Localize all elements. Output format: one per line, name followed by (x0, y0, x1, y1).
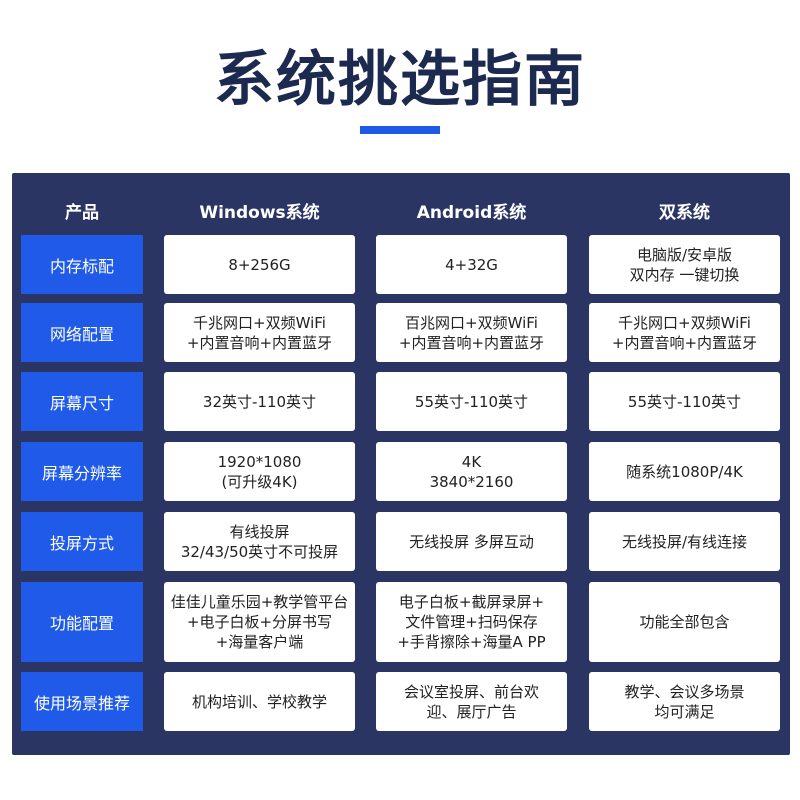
cell-resolution-android: 4K 3840*2160 (376, 442, 567, 501)
cell-screen-size-android: 55英寸-110英寸 (376, 372, 567, 431)
cell-casting-android: 无线投屏 多屏互动 (376, 512, 567, 571)
cell-network-android: 百兆网口+双频WiFi +内置音响+内置蓝牙 (376, 303, 567, 362)
cell-screen-size-windows: 32英寸-110英寸 (164, 372, 355, 431)
cell-scenarios-dual: 教学、会议多场景 均可满足 (589, 672, 780, 731)
cell-features-dual: 功能全部包含 (589, 582, 780, 662)
cell-resolution-dual: 随系统1080P/4K (589, 442, 780, 501)
cell-features-android: 电子白板+截屏录屏+ 文件管理+扫码保存 +手背擦除+海量A PP (376, 582, 567, 662)
cell-network-dual: 千兆网口+双频WiFi +内置音响+内置蓝牙 (589, 303, 780, 362)
row-label-screen-size: 屏幕尺寸 (21, 372, 143, 431)
row-label-scenarios: 使用场景推荐 (21, 672, 143, 731)
cell-memory-windows: 8+256G (164, 235, 355, 294)
header-windows: Windows系统 (199, 202, 320, 223)
cell-scenarios-android: 会议室投屏、前台欢 迎、展厅广告 (376, 672, 567, 731)
row-label-casting: 投屏方式 (21, 512, 143, 571)
cell-network-windows: 千兆网口+双频WiFi +内置音响+内置蓝牙 (164, 303, 355, 362)
cell-memory-android: 4+32G (376, 235, 567, 294)
cell-features-windows: 佳佳儿童乐园+教学管平台 +电子白板+分屏书写 +海量客户端 (164, 582, 355, 662)
row-label-features: 功能配置 (21, 582, 143, 662)
row-label-resolution: 屏幕分辨率 (21, 442, 143, 501)
row-label-memory: 内存标配 (21, 235, 143, 294)
header-product: 产品 (65, 202, 99, 223)
cell-casting-dual: 无线投屏/有线连接 (589, 512, 780, 571)
cell-scenarios-windows: 机构培训、学校教学 (164, 672, 355, 731)
cell-screen-size-dual: 55英寸-110英寸 (589, 372, 780, 431)
page-title: 系统挑选指南 (214, 45, 586, 115)
comparison-table: 产品 Windows系统 Android系统 双系统 内存标配 8+256G 4… (12, 173, 790, 755)
cell-resolution-windows: 1920*1080 (可升级4K) (164, 442, 355, 501)
cell-memory-dual: 电脑版/安卓版 双内存 一键切换 (589, 235, 780, 294)
row-label-network: 网络配置 (21, 303, 143, 362)
title-underline (360, 126, 440, 134)
cell-casting-windows: 有线投屏 32/43/50英寸不可投屏 (164, 512, 355, 571)
header-android: Android系统 (416, 202, 527, 223)
header-dual: 双系统 (659, 202, 710, 223)
